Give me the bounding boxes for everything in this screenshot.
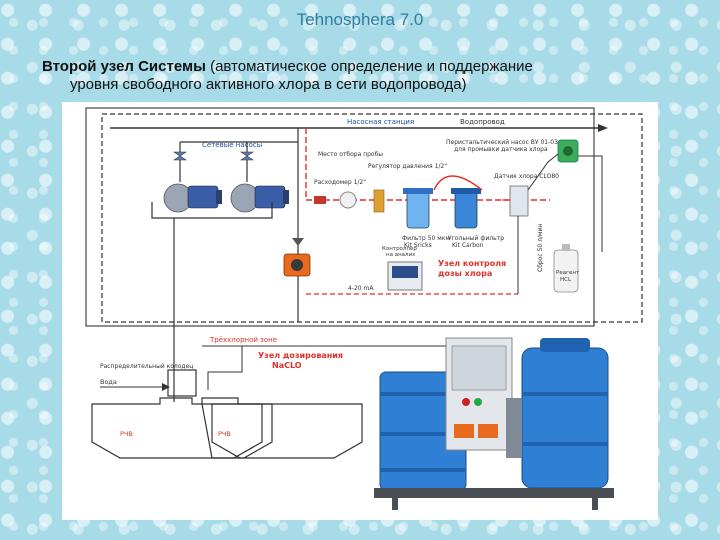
dosing-station-illustration	[374, 337, 614, 510]
valve-icon	[292, 238, 304, 246]
control-unit-label: Узел контроля	[438, 259, 506, 268]
pressure-regulator-icon	[373, 189, 385, 213]
pump-vh-line	[527, 153, 559, 191]
chlorine-sensor-icon	[509, 185, 529, 217]
tank-1-label: РЧВ	[120, 430, 133, 438]
system-diagram: Насосная станция Водопровод Сетевые насо…	[85, 107, 643, 510]
pump-vh-label: Перистальтический насос ВУ 01-03	[446, 139, 558, 146]
dosing-unit-label: Узел дозирования	[258, 351, 343, 360]
subtitle-rest: (автоматическое определение и поддержани…	[205, 58, 533, 75]
subtitle-lead: Второй узел Системы	[42, 58, 206, 75]
chlorine-zone-label: Трёххлорной зоне	[209, 336, 277, 344]
pump-rotor-icon	[563, 146, 573, 156]
valve-icon	[314, 196, 326, 204]
carbon-filter-cap	[451, 188, 481, 194]
system-frame	[85, 107, 595, 327]
carbon-filter-sub: Kit Carbon	[452, 242, 484, 249]
pressure-regulator-label: Регулятор давления 1/2"	[368, 163, 447, 170]
tank-1	[91, 397, 263, 459]
tank-2-label: РЧВ	[218, 430, 231, 438]
controller-sub: на анализ	[386, 252, 415, 258]
pump-station-label: Насосная станция	[347, 118, 414, 126]
dosing-line	[207, 346, 243, 390]
valve-icon	[240, 151, 254, 161]
distribution-label: Распределительный колодец	[100, 363, 193, 370]
pump-vh-sub: для промывки датчика хлора	[454, 146, 548, 153]
drain-label: Сброс 50 л/мин	[537, 224, 544, 272]
flowmeter-icon	[339, 191, 357, 209]
water-main-label: Водопровод	[460, 118, 505, 126]
dosing-unit-sub: NaCLO	[272, 361, 302, 370]
distribution-well	[167, 369, 197, 397]
slide-subtitle: Второй узел Системы (автоматическое опре…	[42, 58, 682, 94]
sensor-label: Датчик хлора CLO80	[494, 173, 559, 180]
reagent-sub: HCL	[560, 277, 572, 283]
reagent-line	[578, 155, 603, 252]
diagram-panel: Насосная станция Водопровод Сетевые насо…	[62, 102, 658, 520]
pump-station-frame	[101, 113, 643, 323]
pumps-suction-line	[151, 202, 273, 219]
tank-2	[211, 403, 363, 459]
slide-title: Tehnosphera 7.0	[296, 10, 424, 29]
reagent-label: Реагент	[556, 270, 580, 276]
filter-50-sub: Kit Sricks	[404, 242, 432, 249]
carbon-filter-icon	[454, 191, 478, 229]
reagent-cap	[562, 244, 570, 251]
water-label: Вода	[100, 378, 117, 386]
flowmeter-label: Расходомер 1/2"	[314, 179, 366, 186]
filter-50-icon	[406, 191, 430, 229]
valve-icon	[173, 151, 187, 161]
filter-50-cap	[403, 188, 433, 194]
controller-label: Контроллер	[382, 246, 417, 252]
network-pump-2	[230, 183, 289, 213]
subtitle-line2: уровня свободного активного хлора в сети…	[70, 76, 467, 93]
filter-50-label: Фильтр 50 мкм	[402, 235, 450, 242]
water-main-arrow	[598, 124, 608, 132]
carbon-filter-label: Угольный фильтр	[448, 235, 504, 242]
network-pump-1	[163, 183, 222, 213]
pumps-label: Сетевые насосы	[202, 141, 262, 149]
control-unit-sub: дозы хлора	[438, 269, 492, 278]
signal-label: 4-20 mA	[348, 285, 374, 292]
controller-screen	[392, 266, 418, 278]
tubing-loop	[433, 175, 483, 191]
sampling-point-label: Место отбора пробы	[318, 151, 383, 158]
water-inlet-arrow	[162, 383, 170, 391]
dosing-pump-head	[291, 259, 303, 271]
